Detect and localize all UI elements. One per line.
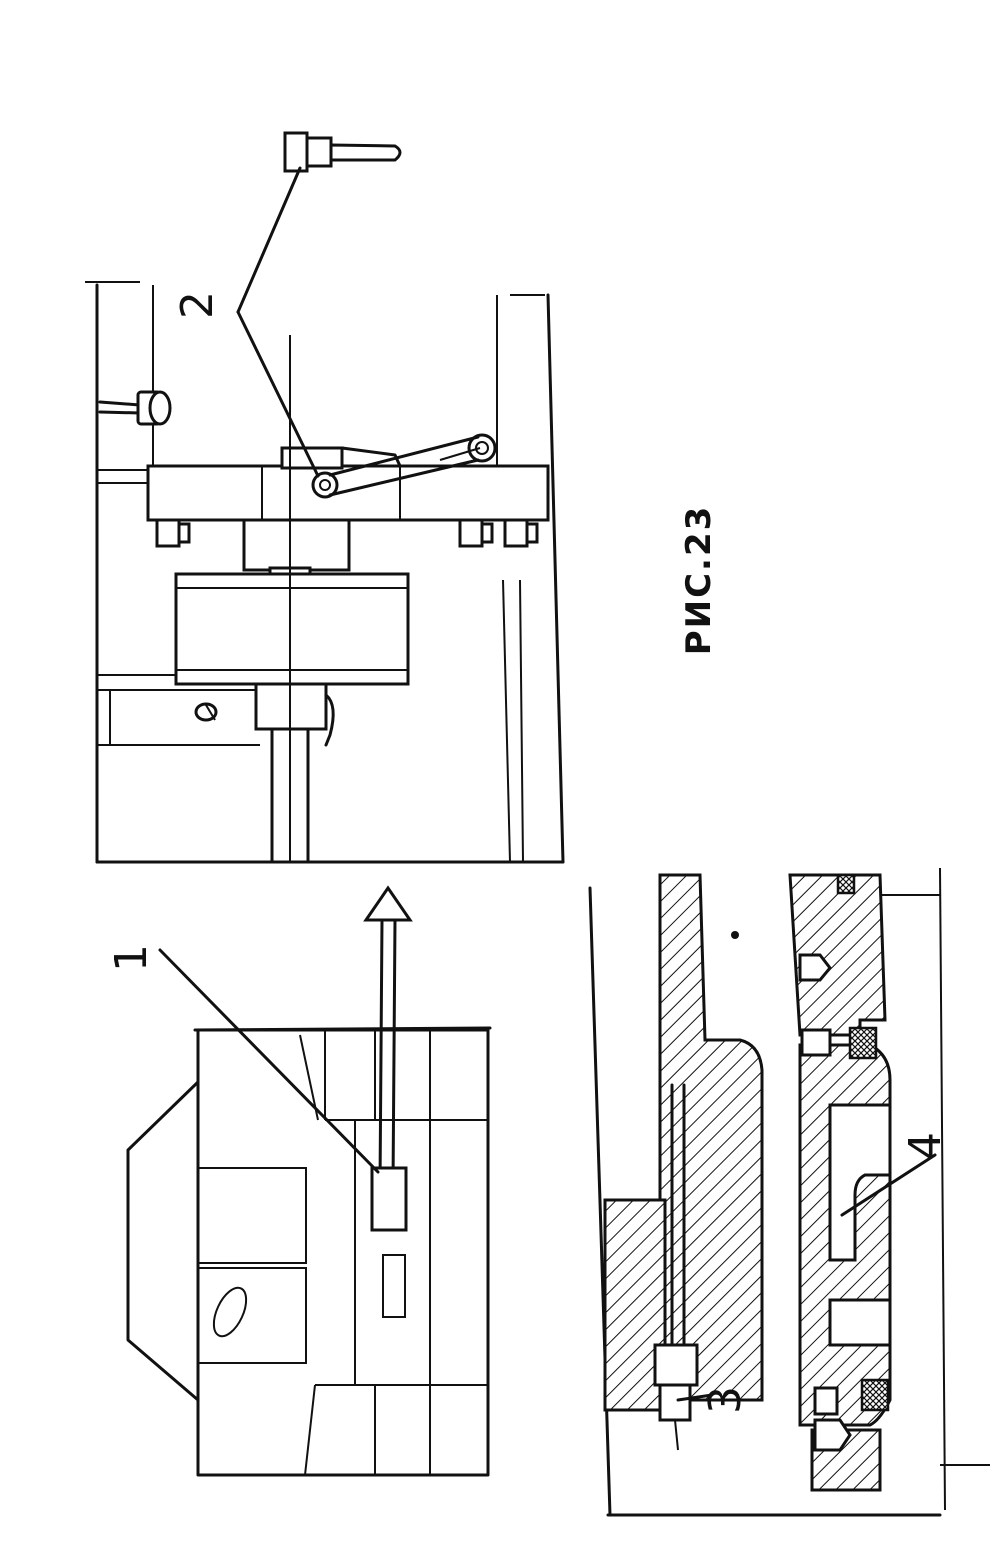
machine-detail-view [85,131,565,864]
callout-label-2: 2 [172,291,223,319]
section-view [588,867,990,1517]
callout-label-4: 4 [900,1132,951,1160]
figure-caption: РИС.23 [679,505,719,656]
callout-label-1: 1 [106,944,157,972]
side-view [126,885,492,1477]
callout-label-3: 3 [700,1386,751,1414]
